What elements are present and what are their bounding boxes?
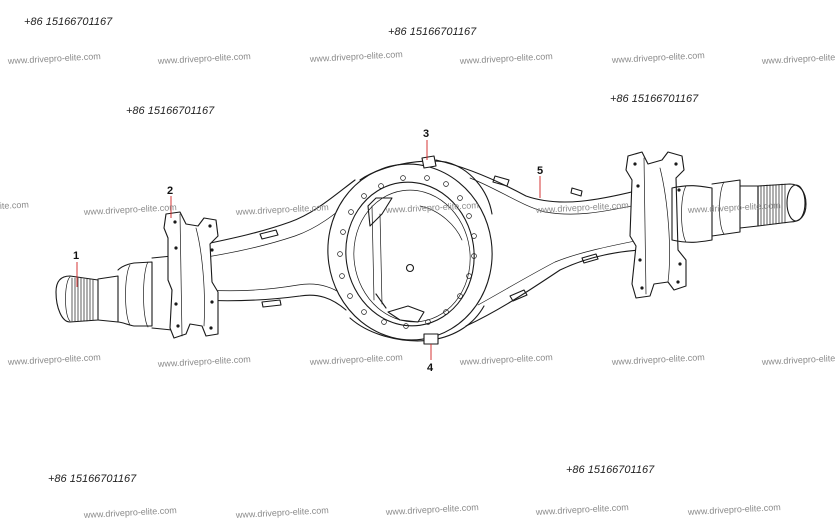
axle-housing-body	[195, 159, 643, 327]
watermark-website: www.drivepro-elite.com	[535, 502, 629, 517]
left-flange-plate	[163, 211, 219, 339]
watermark-phone: +86 15166701167	[24, 16, 113, 28]
watermark-website: www.drivepro-elite.com	[157, 51, 251, 66]
watermark-website: www.drivepro-elite.com	[309, 49, 403, 64]
differential-housing	[327, 155, 493, 345]
watermark-website: www.drivepro-elite.com	[459, 352, 553, 367]
callout-2: 2	[167, 185, 173, 197]
watermark-website: www.drivepro-elite.com	[385, 200, 479, 215]
watermark-website: www.drivepro-elite.com	[761, 352, 836, 367]
right-axle-spindle	[671, 179, 807, 243]
watermark-website: www.drivepro-elite.com	[235, 505, 329, 520]
callout-4: 4	[427, 362, 434, 374]
watermark-website: www.drivepro-elite.com	[687, 200, 781, 215]
callout-3: 3	[423, 128, 429, 140]
watermark-website: www.drivepro-elite.com	[687, 502, 781, 517]
watermark-website: www.drivepro-elite.com	[83, 505, 177, 520]
watermark-website: www.drivepro-elite.com	[459, 51, 553, 66]
watermark-website: www.drivepro-elite.com	[83, 202, 177, 217]
right-flange-plate	[625, 151, 687, 299]
watermark-website: www.drivepro-elite.com	[235, 202, 329, 217]
watermark-website: www.drivepro-elite.com	[385, 502, 479, 517]
watermark-phone: +86 15166701167	[566, 464, 655, 476]
watermark-website: www.drivepro-elite.com	[7, 51, 101, 66]
watermark-phone: +86 15166701167	[610, 93, 699, 105]
watermark-website: www.drivepro-elite.com	[611, 50, 705, 65]
callout-leaders	[76, 140, 541, 360]
watermark-phone: +86 15166701167	[48, 473, 137, 485]
watermark-website: www.drivepro-elite.com	[761, 51, 836, 66]
callout-5: 5	[537, 165, 543, 177]
watermark-website: www.drivepro-elite.com	[309, 352, 403, 367]
watermark-website: www.drivepro-elite.com	[7, 352, 101, 367]
watermark-website: www.drivepro-elite.com	[535, 200, 629, 215]
watermark-website: ite.com	[0, 199, 29, 211]
watermark-website: www.drivepro-elite.com	[611, 352, 705, 367]
watermark-website: www.drivepro-elite.com	[157, 354, 251, 369]
left-axle-spindle	[55, 255, 173, 331]
watermark-phone: +86 15166701167	[126, 105, 215, 117]
callout-1: 1	[73, 250, 79, 262]
watermark-phone: +86 15166701167	[388, 26, 477, 38]
